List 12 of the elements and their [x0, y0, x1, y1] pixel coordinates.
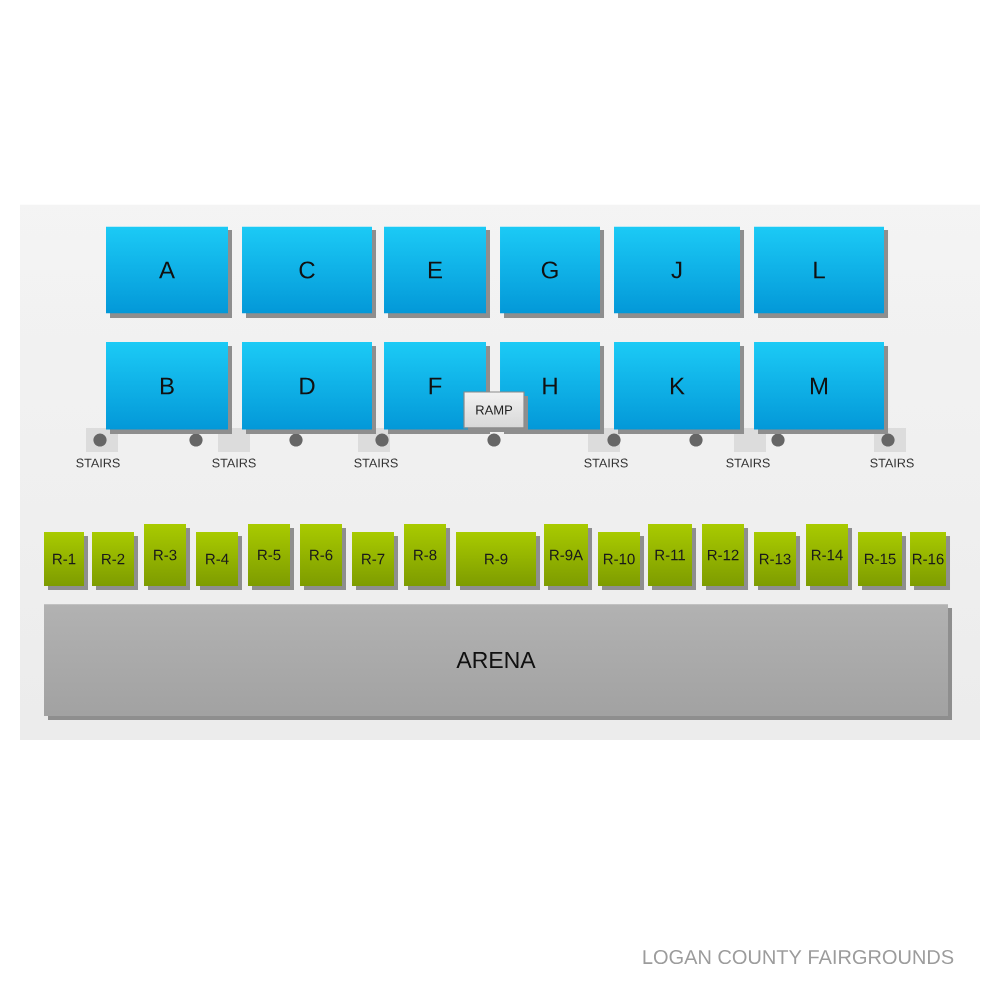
- arena-floor: ARENA: [44, 604, 952, 720]
- seating-section: M: [754, 342, 888, 434]
- seating-section: B: [106, 342, 232, 434]
- seating-section: J: [614, 226, 744, 318]
- seating-section: C: [242, 226, 376, 318]
- caption: LOGAN COUNTY FAIRGROUNDS: [643, 949, 954, 965]
- seating-section: L: [754, 226, 888, 318]
- seating-section: D: [242, 342, 376, 434]
- seating-section: K: [614, 342, 744, 434]
- seating-section: G: [500, 226, 604, 318]
- seating-section: A: [106, 226, 232, 318]
- seating-section: E: [384, 226, 490, 318]
